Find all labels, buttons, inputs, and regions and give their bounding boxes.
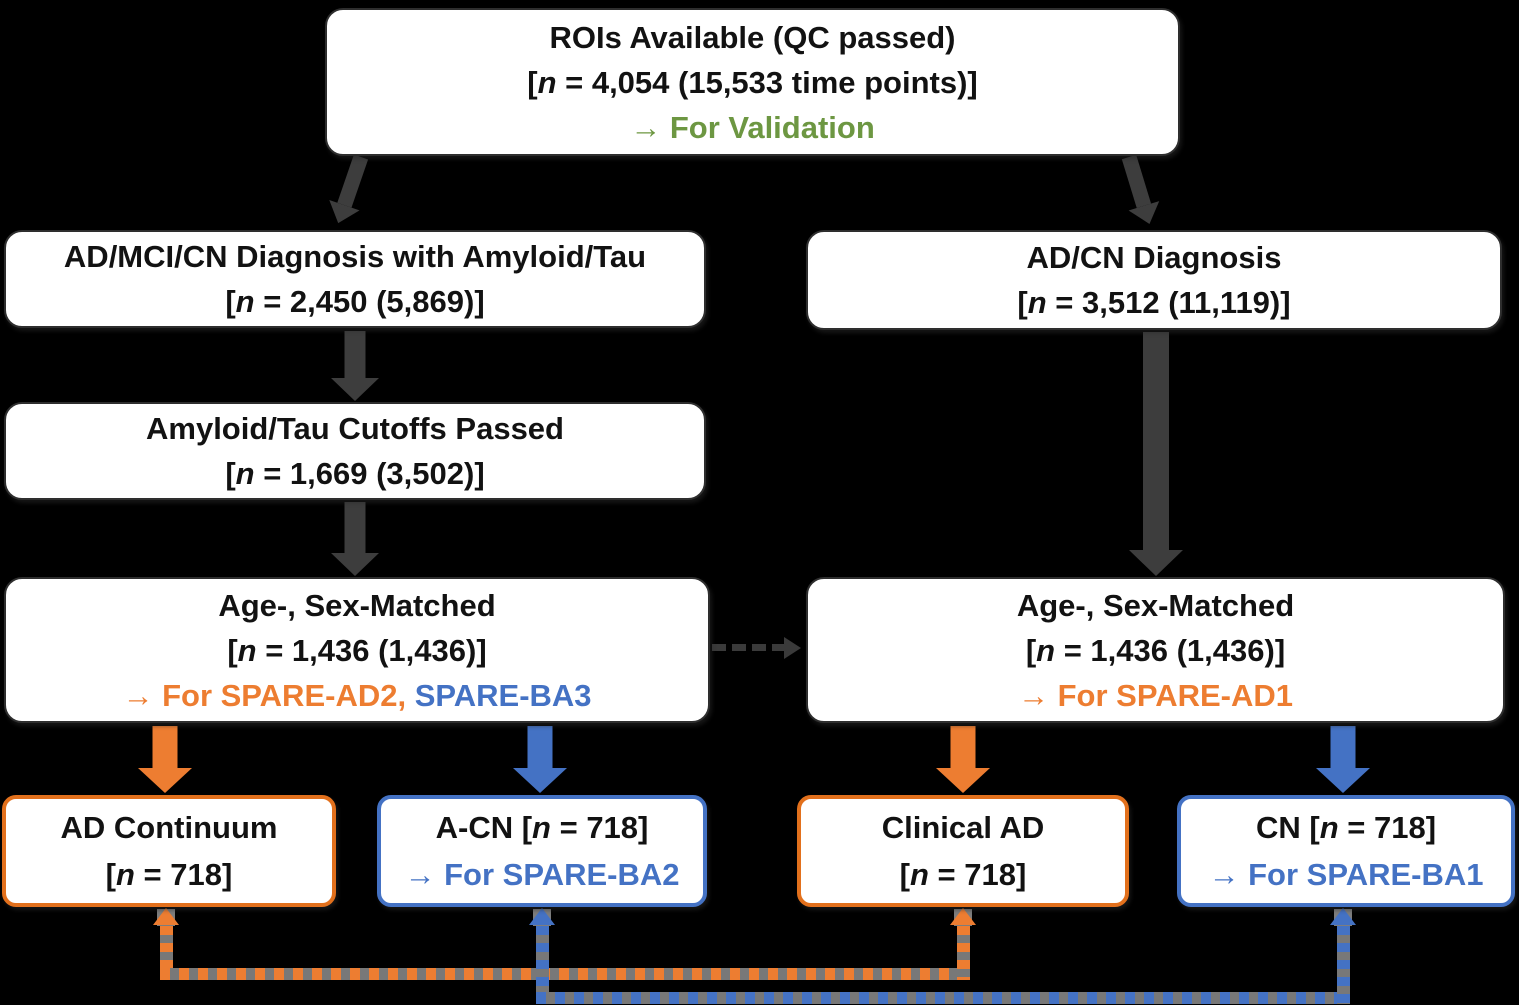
spare-ad2-note: → For SPARE-AD2,	[122, 677, 407, 713]
box-age-sex-matched-left: Age-, Sex-Matched [n = 1,436 (1,436)] → …	[4, 577, 710, 723]
ad-continuum-title: AD Continuum	[60, 810, 278, 845]
match-left-title: Age-, Sex-Matched	[218, 587, 496, 623]
arrow-match-left-to-a-cn-icon	[513, 726, 567, 793]
box-rois-available: ROIs Available (QC passed) [n = 4,054 (1…	[325, 8, 1180, 156]
box-ad-continuum: AD Continuum [n = 718]	[2, 795, 336, 907]
arrow-match-right-to-cn-icon	[1316, 726, 1370, 793]
spare-ad1-note: → For SPARE-AD1	[1017, 677, 1293, 713]
admci-n-line: [n = 2,450 (5,869)]	[225, 279, 484, 324]
text-segment: [	[1017, 285, 1028, 320]
text-segment: = 2,450 (5,869)]	[254, 284, 485, 319]
text-segment: [	[227, 632, 238, 668]
text-segment: = 1,669 (3,502)]	[254, 456, 485, 491]
box-adcn-diagnosis: AD/CN Diagnosis [n = 3,512 (11,119)]	[806, 230, 1502, 330]
clinical-ad-title: Clinical AD	[881, 810, 1045, 845]
cn-title-line: CN [n = 718]	[1256, 804, 1436, 851]
ad-continuum-n-line: [n = 718]	[106, 851, 233, 898]
arrow-cutoffs-to-match-left-icon	[330, 502, 380, 576]
n-symbol: n	[1027, 285, 1047, 320]
connector-blue-left-arrowhead-icon	[529, 908, 555, 925]
connector-blue-right-arrowhead-icon	[1330, 908, 1356, 925]
connector-orange-right-arrowhead-icon	[950, 908, 976, 925]
n-symbol: n	[235, 456, 255, 491]
spare-ba2-note: → For SPARE-BA2	[404, 857, 680, 892]
n-symbol: n	[116, 857, 135, 892]
box-clinical-ad: Clinical AD [n = 718]	[797, 795, 1129, 907]
text-segment: = 1,436 (1,436)]	[1055, 632, 1286, 668]
text-segment: = 718]	[550, 810, 649, 845]
arrow-roi-to-adcn-icon	[1105, 150, 1173, 232]
n-symbol: n	[910, 857, 929, 892]
text-segment: [	[899, 857, 910, 892]
a-cn-title-line: A-CN [n = 718]	[436, 804, 649, 851]
connector-blue-hline	[536, 992, 1350, 1004]
text-segment: [	[105, 857, 116, 892]
arrow-match-right-to-clinical-ad-icon	[936, 726, 990, 793]
admci-title: AD/MCI/CN Diagnosis with Amyloid/Tau	[63, 239, 647, 274]
text-segment: = 3,512 (11,119)]	[1046, 285, 1291, 320]
text-segment: = 1,436 (1,436)]	[256, 632, 487, 668]
arrow-match-left-to-ad-continuum-icon	[138, 726, 192, 793]
match-right-title: Age-, Sex-Matched	[1016, 587, 1295, 623]
text-segment: = 718]	[928, 857, 1027, 892]
box-a-cn: A-CN [n = 718] → For SPARE-BA2	[377, 795, 707, 907]
text-segment: [	[225, 456, 236, 491]
connector-orange-left-vline	[160, 926, 173, 980]
box-admci-diagnosis: AD/MCI/CN Diagnosis with Amyloid/Tau [n …	[4, 230, 706, 328]
clinical-ad-n-line: [n = 718]	[900, 851, 1027, 898]
text-segment: [	[527, 64, 538, 100]
rois-title: ROIs Available (QC passed)	[549, 19, 956, 55]
spare-ba3-note: SPARE-BA3	[406, 677, 592, 713]
n-symbol: n	[1036, 632, 1056, 668]
arrow-roi-to-admci-icon	[315, 149, 385, 231]
match-left-note: → For SPARE-AD2, SPARE-BA3	[122, 673, 591, 718]
text-segment: [	[1025, 632, 1037, 668]
adcn-n-line: [n = 3,512 (11,119)]	[1017, 280, 1290, 325]
box-cn: CN [n = 718] → For SPARE-BA1	[1177, 795, 1515, 907]
n-symbol: n	[532, 810, 551, 845]
connector-orange-hline	[160, 968, 970, 980]
match-left-n-line: [n = 1,436 (1,436)]	[227, 628, 486, 673]
text-segment: = 718]	[134, 857, 233, 892]
n-symbol: n	[537, 64, 557, 100]
adcn-title: AD/CN Diagnosis	[1026, 240, 1282, 275]
box-age-sex-matched-right: Age-, Sex-Matched [n = 1,436 (1,436)] → …	[806, 577, 1505, 723]
text-segment: CN [	[1255, 810, 1320, 845]
n-symbol: n	[237, 632, 257, 668]
box-amyloid-tau-cutoffs: Amyloid/Tau Cutoffs Passed [n = 1,669 (3…	[4, 402, 706, 500]
text-segment: = 4,054 (15,533 time points)]	[556, 64, 978, 100]
rois-validation-note: → For Validation	[630, 109, 875, 145]
arrow-match-left-to-match-right-icon	[712, 644, 786, 651]
connector-orange-right-vline	[957, 926, 970, 980]
arrow-adcn-to-match-right-icon	[1129, 332, 1183, 576]
text-segment: [	[225, 284, 236, 319]
spare-ba1-note: → For SPARE-BA1	[1208, 857, 1484, 892]
text-segment: A-CN [	[435, 810, 533, 845]
rois-n-line: [n = 4,054 (15,533 time points)]	[527, 60, 978, 105]
connector-blue-right-vline	[1337, 926, 1350, 1004]
n-symbol: n	[235, 284, 255, 319]
cutoffs-n-line: [n = 1,669 (3,502)]	[225, 451, 484, 496]
cutoffs-title: Amyloid/Tau Cutoffs Passed	[146, 411, 564, 446]
connector-blue-left-vline	[536, 926, 549, 1004]
arrow-match-left-to-match-right-head-icon	[784, 637, 801, 659]
match-right-n-line: [n = 1,436 (1,436)]	[1026, 628, 1285, 673]
connector-orange-left-arrowhead-icon	[153, 908, 179, 925]
text-segment: = 718]	[1338, 810, 1437, 845]
arrow-admci-to-cutoffs-icon	[330, 331, 380, 401]
n-symbol: n	[1319, 810, 1339, 845]
